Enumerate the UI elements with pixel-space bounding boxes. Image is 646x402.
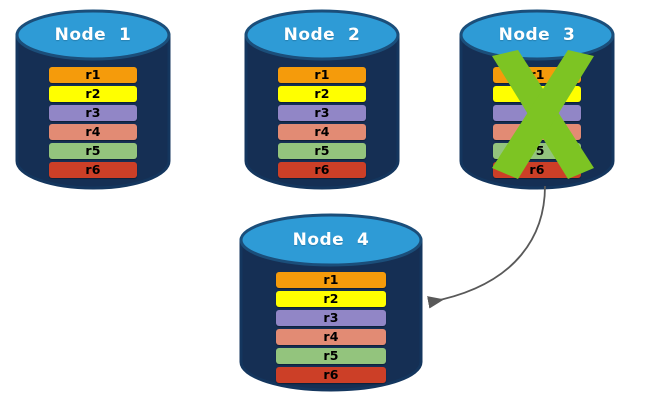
row-bar[interactable]: r3 bbox=[49, 105, 137, 121]
row-bar[interactable]: r4 bbox=[49, 124, 137, 140]
row-label: r2 bbox=[85, 85, 101, 101]
row-label: r4 bbox=[85, 123, 101, 139]
row-bar[interactable]: r5 bbox=[49, 143, 137, 159]
row-bar[interactable]: r5 bbox=[278, 143, 366, 159]
row-bar[interactable]: r2 bbox=[278, 86, 366, 102]
row-bar[interactable]: r2 bbox=[493, 86, 581, 102]
row-label: r2 bbox=[529, 85, 545, 101]
row-label: r3 bbox=[323, 309, 339, 325]
row-label: r1 bbox=[314, 66, 330, 82]
row-label: r3 bbox=[85, 104, 101, 120]
row-label: r4 bbox=[323, 328, 339, 344]
row-label: r2 bbox=[314, 85, 330, 101]
row-label: r6 bbox=[323, 366, 339, 382]
row-bar[interactable]: r4 bbox=[278, 124, 366, 140]
row-bar[interactable]: r6 bbox=[49, 162, 137, 178]
row-list: r1 r2 r3 r4 r5 r6 bbox=[49, 67, 137, 178]
row-bar[interactable]: r6 bbox=[493, 162, 581, 178]
row-label: r1 bbox=[529, 66, 545, 82]
row-label: r4 bbox=[529, 123, 545, 139]
row-label: r1 bbox=[85, 66, 101, 82]
row-label: r4 bbox=[314, 123, 330, 139]
node-cylinder-node-4[interactable]: Node 4 r1 r2 r3 r4 r5 r6 bbox=[238, 212, 424, 392]
row-label: r5 bbox=[85, 142, 101, 158]
row-list: r1 r2 r3 r4 r5 r6 bbox=[278, 67, 366, 178]
row-label: r6 bbox=[529, 161, 545, 177]
row-bar[interactable]: r4 bbox=[493, 124, 581, 140]
row-list: r1 r2 r3 r4 r5 r6 bbox=[276, 272, 386, 383]
row-label: r5 bbox=[323, 347, 339, 363]
row-list: r1 r2 r3 r4 r5 r6 bbox=[493, 67, 581, 178]
row-label: r3 bbox=[314, 104, 330, 120]
row-bar[interactable]: r5 bbox=[276, 348, 386, 364]
row-bar[interactable]: r3 bbox=[493, 105, 581, 121]
row-bar[interactable]: r3 bbox=[278, 105, 366, 121]
cylinder-top bbox=[239, 213, 423, 267]
row-label: r6 bbox=[314, 161, 330, 177]
node-cylinder-node-1[interactable]: Node 1 r1 r2 r3 r4 r5 r6 bbox=[14, 8, 172, 190]
node-cylinder-node-2[interactable]: Node 2 r1 r2 r3 r4 r5 r6 bbox=[243, 8, 401, 190]
cylinder-top bbox=[244, 9, 400, 61]
row-label: r3 bbox=[529, 104, 545, 120]
row-label: r5 bbox=[529, 142, 545, 158]
cylinder-top bbox=[15, 9, 171, 61]
row-bar[interactable]: r1 bbox=[49, 67, 137, 83]
row-bar[interactable]: r4 bbox=[276, 329, 386, 345]
row-bar[interactable]: r5 bbox=[493, 143, 581, 159]
row-bar[interactable]: r1 bbox=[276, 272, 386, 288]
row-bar[interactable]: r6 bbox=[276, 367, 386, 383]
row-label: r5 bbox=[314, 142, 330, 158]
row-bar[interactable]: r1 bbox=[278, 67, 366, 83]
row-bar[interactable]: r1 bbox=[493, 67, 581, 83]
row-bar[interactable]: r6 bbox=[278, 162, 366, 178]
node-cylinder-node-3[interactable]: Node 3 r1 r2 r3 r4 r5 r6 bbox=[458, 8, 616, 190]
row-label: r1 bbox=[323, 271, 339, 287]
row-label: r2 bbox=[323, 290, 339, 306]
row-bar[interactable]: r2 bbox=[49, 86, 137, 102]
row-bar[interactable]: r2 bbox=[276, 291, 386, 307]
row-bar[interactable]: r3 bbox=[276, 310, 386, 326]
row-label: r6 bbox=[85, 161, 101, 177]
cylinder-top bbox=[459, 9, 615, 61]
arrow-path bbox=[427, 185, 546, 309]
